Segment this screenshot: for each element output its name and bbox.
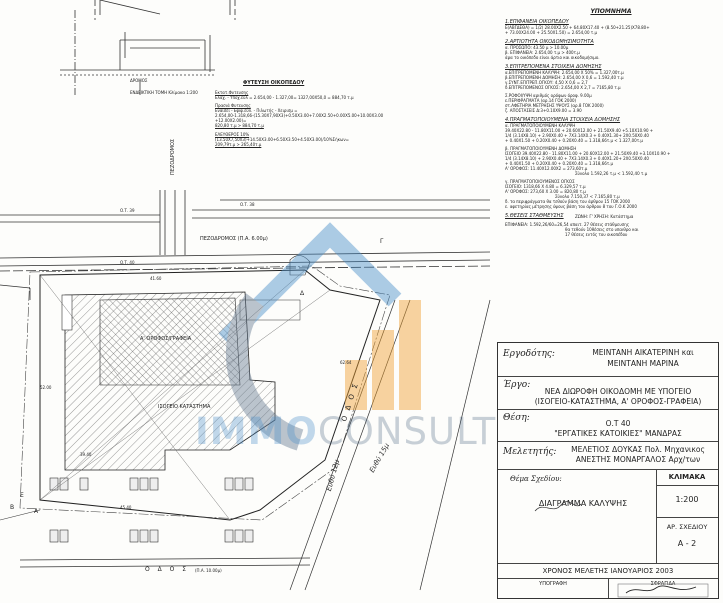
section-3-title: 3.ΕΠΙΤΡΕΠΟΜΕΝΑ ΣΤΟΙΧΕΙΑ ΔΟΜΗΣΗΣ: [505, 64, 602, 70]
plot-boundary-outer: [19, 265, 391, 521]
column-divider: [656, 469, 657, 563]
section-label: ΕΝΔΕΙΚΤΙΚΗ ΤΟΜΗ Κλίμακα 1:200: [130, 90, 198, 95]
upper-floor-label: Α' ΟΡΟΦΟΣ/ΓΡΑΦΕΙΑ: [140, 336, 192, 342]
ot-39-label: Ο.Τ. 39: [120, 208, 135, 213]
ramp: [289, 255, 311, 276]
sheet-number: Α - 2: [677, 539, 697, 548]
entrance-area: [239, 299, 301, 321]
ground-floor-label: ΙΣΟΓΕΙΟ ΚΑΤΑΣΤΗΜΑ: [158, 404, 211, 410]
drawing-title: ΔΙΑΓΡΑΜΜΑ ΚΑΛΥΨΗΣ: [538, 499, 628, 508]
owners-label: Εργοδότης:: [503, 349, 555, 359]
plot-boundary: [39, 269, 381, 521]
section-1-title: 1.ΕΠΙΦΑΝΕΙΑ ΟΙΚΟΠΕΔΟΥ: [505, 19, 569, 25]
corner-b: Β: [10, 504, 15, 511]
scale-value: 1:200: [675, 495, 699, 504]
street-top-label: ΠΕΖΟΔΡΟΜΟΣ (Π.Α. 6.00μ): [200, 236, 268, 242]
owner-1: ΜΕΙΝΤΑΝΗ ΑΙΚΑΤΕΡΙΝΗ και: [592, 348, 694, 357]
section-sub-label: ΔΡΟΜΟΣ: [130, 78, 148, 83]
ot-40-label: Ο.Τ. 40: [120, 260, 135, 265]
study-date: ΧΡΟΝΟΣ ΜΕΛΕΤΗΣ ΙΑΝΟΥΑΡΙΟΣ 2003: [542, 567, 674, 575]
engineer-stamp-signature: [617, 583, 709, 598]
site-line-2: "ΕΡΓΑΤΙΚΕΣ ΚΑΤΟΙΚΙΕΣ" ΜΑΝΔΡΑΣ: [554, 429, 682, 438]
study-line-2: ΑΝΕΣΤΗΣ ΜΟΝΑΡΓΑΛΟΣ Αρχ/των: [575, 455, 701, 464]
site-plan-drawing: [0, 0, 491, 591]
study-label: Μελετητής:: [503, 447, 557, 457]
drawing-signature: [534, 501, 582, 512]
legend-notes: ΥΠΟΜΝΗΜΑ 1.ΕΠΙΦΑΝΕΙΑ ΟΙΚΟΠΕΔΟΥ Ε(ΑΒΓΔΕΘΑ…: [505, 8, 717, 237]
street-lines: [0, 0, 491, 300]
scale-label: ΚΛΙΜΑΚΑ: [668, 473, 706, 481]
section-2-title: 2.ΑΡΤΙΟΤΗΤΑ ΟΙΚΟΔΟΜΗΣΙΜΟΤΗΤΑ: [505, 39, 594, 45]
section-4-title: 4.ΠΡΑΓΜΑΤΟΠΟΙΟΥΜΕΝΑ ΣΤΟΙΧΕΙΑ ΔΟΜΗΣΗΣ: [505, 117, 621, 123]
stair-core: [61, 294, 73, 331]
row-divider: [498, 563, 718, 564]
dimension-lines: [39, 269, 331, 521]
ot-38-label: Ο.Τ. 38: [240, 202, 255, 207]
dim-4: 62.64: [340, 360, 352, 365]
watermark-text: IMMOCONSULT: [195, 410, 497, 453]
site-line-1: Ο.Τ 40: [605, 419, 631, 428]
planting-title: ΦΥΤΕΥΣΗ ΟΙΚΟΠΕΔΟΥ: [243, 80, 305, 86]
dim-2: 41.60: [150, 276, 162, 281]
corner-g: Γ: [380, 238, 384, 245]
signature-label: ΥΠΟΓΡΑΦΗ: [539, 581, 567, 587]
section-drawing: [60, 10, 215, 95]
study-line-1: ΜΕΛΕΤΙΟΣ ΔΟΥΚΑΣ Πολ. Μηχανικος: [571, 445, 705, 454]
row-divider: [498, 469, 718, 470]
street-top-side-label: ΠΕΖΟΔΡΟΜΟΣ: [170, 138, 176, 175]
project-label: Έργο:: [503, 380, 531, 390]
dim-3: 52.00: [40, 385, 52, 390]
title-block: Εργοδότης: ΜΕΙΝΤΑΝΗ ΑΙΚΑΤΕΡΙΝΗ και ΜΕΙΝΤ…: [497, 342, 719, 599]
project-line-1: ΝΕΑ ΔΙΩΡΟΦΗ ΟΙΚΟΔΟΜΗ ΜΕ ΥΠΟΓΕΙΟ: [544, 387, 692, 396]
row-divider: [498, 376, 718, 377]
street-bottom-width: (Π.Α. 10.00μ): [195, 568, 222, 573]
parking-spaces: [49, 477, 254, 543]
row-divider: [498, 409, 718, 410]
drawing-label: Θέμα Σχεδίου:: [510, 475, 562, 483]
section-5-title: 5.ΘΕΣΕΙΣ ΣΤΑΘΜΕΥΣΗΣ: [505, 213, 564, 219]
dim-5: 45.40: [120, 505, 132, 510]
dim-1: 39.40: [80, 452, 92, 457]
street-bottom-label: Ο Δ Ο Σ: [145, 566, 190, 573]
planting-notes: Εκτατ.Φυτευσης Ελαχ. - Υποχ.εύλ = 2.654,…: [215, 90, 384, 147]
corner-d: Δ: [300, 290, 305, 297]
corner-e: Ε: [20, 492, 24, 499]
legend-title: ΥΠΟΜΝΗΜΑ: [590, 8, 632, 15]
sheet-label: ΑΡ. ΣΧΕΔΙΟΥ: [666, 523, 708, 531]
site-label: Θέση:: [503, 413, 530, 423]
corner-a: Α: [34, 508, 39, 515]
project-line-2: (ΙΣΟΓΕΙΟ-ΚΑΤΑΣΤΗΜΑ, Α' ΟΡΟΦΟΣ-ΓΡΑΦΕΙΑ): [534, 397, 702, 406]
upper-floor-footprint: [99, 297, 241, 386]
row-divider: [498, 441, 718, 442]
owner-2: ΜΕΙΝΤΑΝΗ ΜΑΡΙΝΑ: [607, 359, 679, 368]
right-street: [289, 299, 491, 591]
watermark-logo: [218, 222, 421, 451]
